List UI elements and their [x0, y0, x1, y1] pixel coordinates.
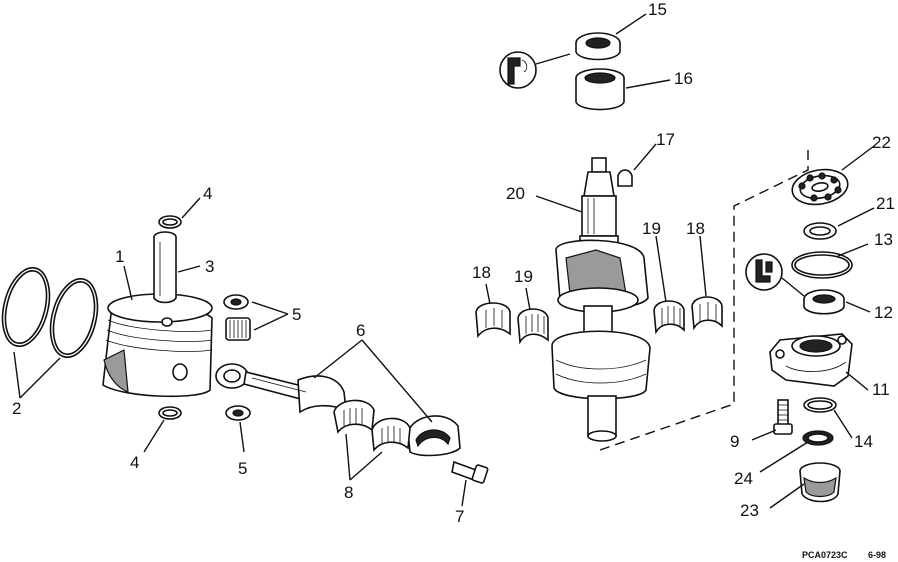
wrist-pin	[153, 231, 177, 304]
callout-13: 13	[874, 230, 893, 249]
main-bearing-half-right-18	[691, 296, 723, 331]
callout-22: 22	[872, 133, 891, 152]
connecting-rod	[215, 363, 347, 414]
callout-7: 7	[455, 507, 464, 526]
leader-lines	[13, 13, 875, 509]
housing-screw	[773, 399, 793, 435]
main-bearing-half-left-18	[475, 302, 511, 339]
callout-9: 9	[730, 432, 739, 451]
callout-11: 11	[872, 380, 890, 399]
seal-detail-inset	[499, 51, 571, 89]
callout-labels: 1 2 3 4 4 5 5 6 7 8 9 11 12 13 14 15 16 …	[12, 0, 895, 526]
thrust-washer-lower	[225, 405, 251, 421]
retaining-ring-lower	[158, 406, 182, 420]
callout-21: 21	[876, 194, 895, 213]
drawing-revision: 6-98	[868, 550, 886, 560]
crankshaft-roller-bearing	[575, 68, 625, 111]
callout-19-left: 19	[514, 267, 533, 286]
callout-1: 1	[115, 247, 124, 266]
drawing-code: PCA0723C	[802, 550, 848, 560]
callout-3: 3	[205, 257, 214, 276]
thrust-washer-upper	[223, 294, 249, 310]
callout-15: 15	[648, 0, 667, 19]
end-cap	[799, 462, 841, 503]
woodruff-key	[617, 169, 633, 187]
assembly-outline	[599, 150, 809, 451]
callout-19-right: 19	[642, 219, 661, 238]
rod-bearing-upper	[333, 399, 375, 434]
ball-bearing	[791, 168, 849, 206]
callout-5-upper: 5	[292, 305, 301, 324]
callout-4-lower: 4	[130, 453, 139, 472]
small-o-ring	[803, 397, 837, 413]
main-bearing-half-right-19	[653, 300, 685, 335]
callout-2: 2	[12, 399, 21, 418]
callout-24: 24	[734, 469, 753, 488]
callout-18-right: 18	[686, 219, 705, 238]
retaining-ring-upper	[158, 215, 182, 229]
callout-17: 17	[656, 130, 675, 149]
drawing-reference: PCA0723C 6-98	[802, 550, 886, 560]
callout-8: 8	[344, 483, 353, 502]
callout-18-left: 18	[472, 263, 491, 282]
callout-20: 20	[506, 184, 525, 203]
rod-bearing-lower	[371, 417, 411, 453]
main-bearing-half-left-19	[517, 308, 549, 345]
rod-cap-screw	[451, 460, 489, 484]
seal-o-ring	[802, 430, 834, 446]
lower-seal	[803, 289, 845, 315]
connecting-rod-cap	[407, 415, 461, 457]
piston	[102, 293, 213, 398]
callout-16: 16	[674, 69, 693, 88]
crankshaft	[551, 157, 651, 442]
piston-ring-outer	[1, 267, 51, 347]
crankshaft-seal	[575, 32, 621, 61]
lower-seal-detail-inset	[745, 253, 805, 297]
piston-ring-inner	[49, 278, 99, 358]
callout-14: 14	[854, 432, 873, 451]
callout-23: 23	[740, 501, 759, 520]
callout-5-lower: 5	[238, 459, 247, 478]
o-ring	[791, 251, 853, 279]
needle-bearing	[225, 317, 251, 341]
callout-12: 12	[874, 303, 893, 322]
callout-6: 6	[356, 321, 365, 340]
callout-4-upper: 4	[203, 184, 212, 203]
lower-bearing-housing	[769, 333, 853, 387]
bearing-retaining-ring	[803, 222, 837, 240]
